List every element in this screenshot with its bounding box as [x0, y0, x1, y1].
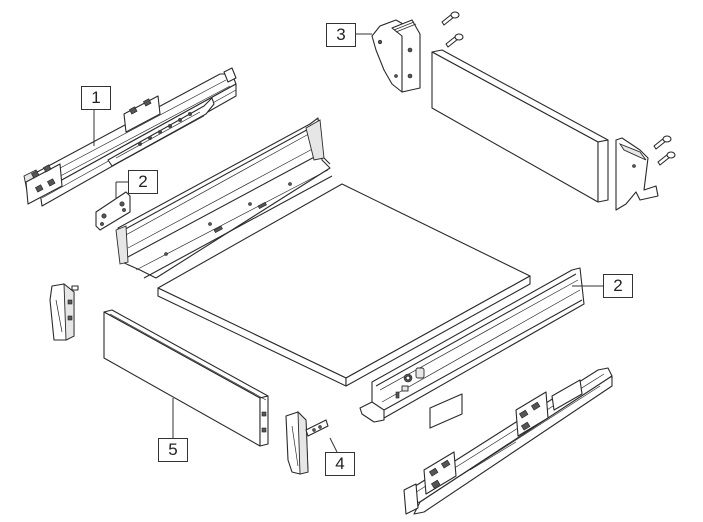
side-cover-plate [429, 393, 463, 429]
left-side-wall [115, 117, 333, 279]
front-panel [103, 309, 269, 447]
left-runner [23, 67, 237, 207]
rear-panel [431, 49, 609, 203]
right-side-wall [359, 267, 585, 423]
screw-icon [653, 135, 676, 166]
front-cap-with-fixing [285, 410, 329, 475]
callout-3: 3 [326, 23, 356, 47]
leader-lines [93, 33, 603, 453]
rear-bracket-right [615, 137, 659, 211]
screw-icon [441, 11, 464, 48]
callout-5: 5 [158, 438, 188, 462]
right-runner [403, 367, 613, 515]
front-cap-left [49, 283, 79, 341]
callout-1: 1 [81, 86, 111, 110]
callout-4: 4 [325, 452, 355, 476]
callout-2-bracket: 2 [128, 170, 158, 194]
front-fixing-bracket [95, 191, 131, 231]
rear-bracket-left [371, 19, 421, 93]
drawer-bottom-panel [157, 183, 531, 387]
callout-2-side-wall: 2 [603, 274, 633, 298]
